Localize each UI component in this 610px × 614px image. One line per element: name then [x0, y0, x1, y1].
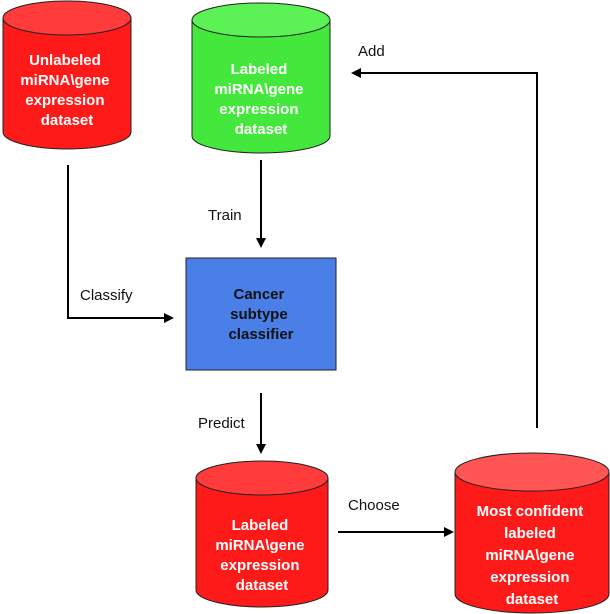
most-confident-line-1: Most confident — [477, 503, 584, 520]
labeled-top-line-1: Labeled — [231, 61, 288, 78]
classifier-rect — [185, 257, 337, 371]
labeled-bottom-cylinder-top — [195, 460, 329, 496]
classifier-line-2: subtype — [230, 306, 288, 323]
classify-connector — [67, 165, 174, 323]
labeled-bottom-dataset-label: Labeled miRNA\gene expression dataset — [215, 517, 308, 594]
cancer-subtype-classifier-box: Cancer subtype classifier — [185, 257, 337, 371]
predict-label: Predict — [198, 415, 246, 432]
classifier-line-3: classifier — [228, 326, 293, 343]
labeled-top-line-3: expression — [219, 101, 298, 118]
labeled-dataset-cylinder-bottom: Labeled miRNA\gene expression dataset — [195, 460, 329, 608]
labeled-top-cylinder-top — [191, 2, 331, 38]
labeled-top-dataset-label: Labeled miRNA\gene expression dataset — [214, 61, 307, 138]
most-confident-dataset-cylinder: Most confident labeled miRNA\gene expres… — [454, 452, 610, 614]
labeled-top-line-4: dataset — [235, 121, 288, 138]
unlabeled-line-2: miRNA\gene — [20, 72, 109, 89]
unlabeled-cylinder-top — [2, 0, 132, 36]
most-confident-line-2: labeled — [504, 525, 556, 542]
most-confident-line-4: expression — [490, 569, 569, 586]
labeled-top-cylinder-body — [191, 19, 331, 154]
labeled-dataset-cylinder-top: Labeled miRNA\gene expression dataset — [191, 2, 331, 154]
unlabeled-line-3: expression — [25, 92, 104, 109]
classify-label: Classify — [80, 287, 133, 304]
most-confident-line-5: dataset — [506, 591, 559, 608]
labeled-top-line-2: miRNA\gene — [214, 81, 303, 98]
add-label: Add — [358, 43, 385, 60]
labeled-bottom-line-3: expression — [220, 557, 299, 574]
choose-label: Choose — [348, 497, 400, 514]
unlabeled-line-1: Unlabeled — [29, 52, 101, 69]
train-label: Train — [208, 207, 242, 224]
classifier-label: Cancer subtype classifier — [228, 286, 293, 343]
labeled-bottom-cylinder-body — [195, 477, 329, 608]
unlabeled-dataset-label: Unlabeled miRNA\gene expression dataset — [20, 52, 113, 129]
unlabeled-line-4: dataset — [41, 112, 94, 129]
labeled-bottom-line-1: Labeled — [232, 517, 289, 534]
unlabeled-dataset-cylinder: Unlabeled miRNA\gene expression dataset — [2, 0, 132, 150]
add-connector — [351, 68, 538, 428]
unlabeled-cylinder-body — [2, 17, 132, 150]
most-confident-dataset-label: Most confident labeled miRNA\gene expres… — [477, 503, 588, 608]
most-confident-cylinder-body — [454, 471, 610, 614]
labeled-bottom-line-4: dataset — [236, 577, 289, 594]
classifier-line-1: Cancer — [233, 286, 284, 303]
most-confident-line-3: miRNA\gene — [485, 547, 574, 564]
most-confident-cylinder-top — [454, 452, 610, 492]
labeled-bottom-line-2: miRNA\gene — [215, 537, 304, 554]
